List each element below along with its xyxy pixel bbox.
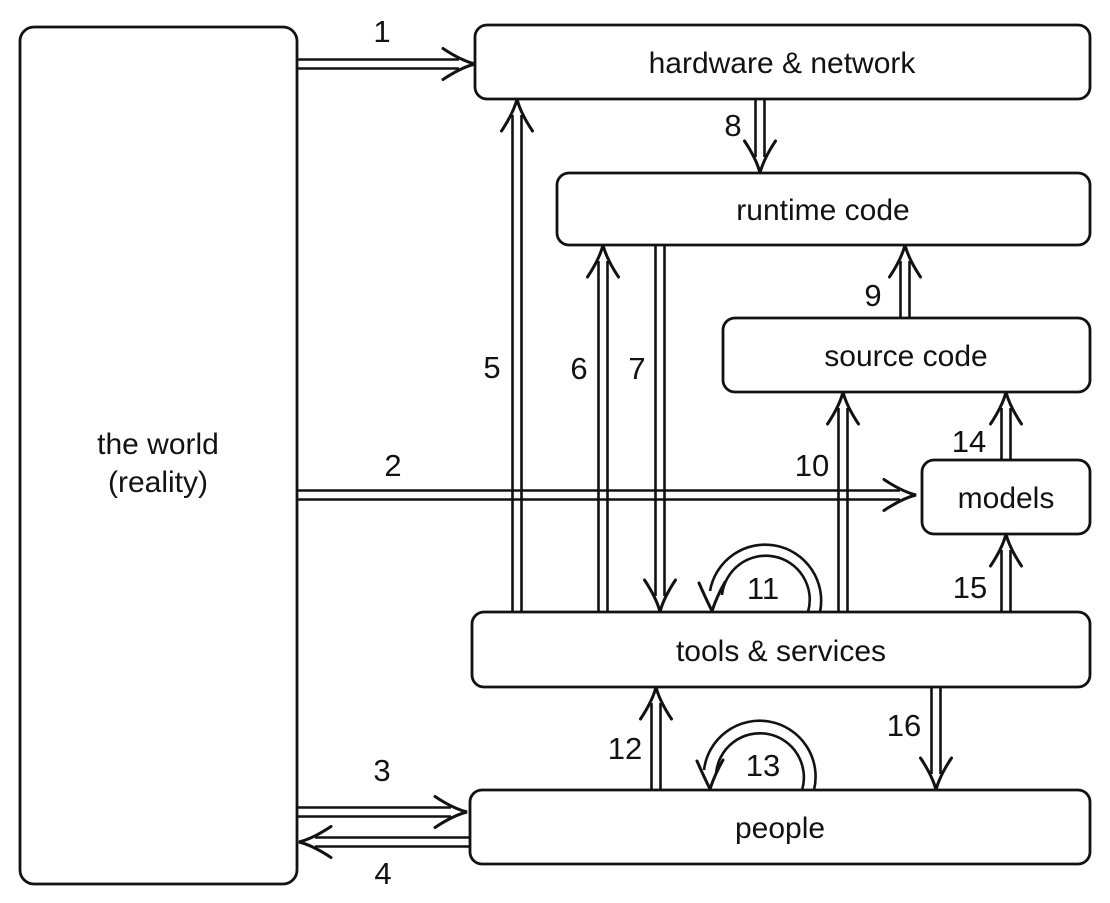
edge-4-people-to-world: [298, 825, 470, 859]
edge-13-number: 13: [746, 748, 780, 783]
arrow-head: [586, 244, 620, 279]
node-world: the world (reality): [18, 25, 299, 886]
edge-14-models-to-source: [989, 391, 1023, 460]
loop-inner-arc: [720, 554, 812, 613]
edge-4-number: 4: [374, 856, 391, 891]
edge-1-world-to-hardware: [297, 47, 476, 81]
node-source-code-box: [721, 316, 1092, 394]
edge-6-tools-to-runtime: [586, 244, 620, 612]
edge-3-world-to-people: [297, 795, 468, 829]
node-world-label-line2: (reality): [108, 466, 208, 499]
node-world-label-line1: the world: [97, 428, 219, 461]
node-source-code: source code: [721, 316, 1092, 394]
arrow-head: [743, 139, 777, 174]
edge-8-number: 8: [724, 108, 741, 143]
node-source-code-label: source code: [824, 340, 987, 373]
arrow-head: [888, 244, 922, 279]
node-hardware-network-box: [473, 23, 1092, 101]
edge-9-number: 9: [864, 278, 881, 313]
arrow-head: [298, 825, 333, 859]
node-hardware-network: hardware & network: [473, 23, 1092, 101]
node-tools-services: tools & services: [470, 610, 1092, 689]
edge-16-tools-to-people: [919, 687, 953, 791]
arrow-head: [919, 756, 953, 791]
edge-5-tools-to-hardware: [500, 98, 534, 612]
node-world-box: [18, 25, 299, 886]
node-tools-services-box: [470, 610, 1092, 689]
node-hardware-network-label: hardware & network: [649, 47, 917, 80]
edge-16-number: 16: [887, 708, 921, 743]
edge-3-number: 3: [373, 753, 390, 788]
edge-15-tools-to-models: [989, 533, 1023, 612]
edge-10-tools-to-source: [826, 391, 860, 612]
node-models-label: models: [958, 482, 1055, 515]
arrow-head: [695, 758, 725, 793]
node-runtime-code-box: [555, 171, 1092, 247]
edge-5-number: 5: [483, 350, 500, 385]
edge-9-source-to-runtime: [888, 244, 922, 318]
node-people: people: [468, 788, 1092, 866]
edge-11-number: 11: [747, 571, 779, 606]
edge-14-number: 14: [952, 424, 986, 459]
edge-2-number: 2: [384, 448, 401, 483]
arrow-head: [882, 478, 917, 512]
edge-6-number: 6: [570, 351, 587, 386]
node-models-box: [920, 458, 1092, 536]
node-runtime-code: runtime code: [555, 171, 1092, 247]
edge-12-number: 12: [608, 731, 642, 766]
arrow-head: [989, 391, 1023, 426]
node-people-label: people: [735, 812, 825, 845]
arrow-head: [826, 391, 860, 426]
arrow-head: [639, 686, 673, 721]
edge-12-people-to-tools: [639, 686, 673, 790]
node-tools-services-label: tools & services: [676, 635, 886, 668]
loop-outer-arc: [702, 719, 817, 791]
edge-15-number: 15: [953, 570, 987, 605]
edge-1-number: 1: [373, 14, 390, 49]
node-people-box: [468, 788, 1092, 866]
arrow-head: [433, 795, 468, 829]
edge-7-runtime-to-tools: [643, 245, 677, 613]
edge-10-number: 10: [795, 448, 829, 483]
edge-7-number: 7: [628, 351, 645, 386]
arrow-head: [643, 578, 677, 613]
loop-outer-arc: [708, 543, 823, 613]
node-runtime-code-label: runtime code: [736, 194, 909, 227]
loop-inner-arc: [714, 731, 806, 791]
node-models: models: [920, 458, 1092, 536]
edge-8-hardware-to-runtime: [743, 99, 777, 174]
arrow-head: [500, 98, 534, 133]
arrow-head: [989, 533, 1023, 568]
arrow-head: [441, 47, 476, 81]
